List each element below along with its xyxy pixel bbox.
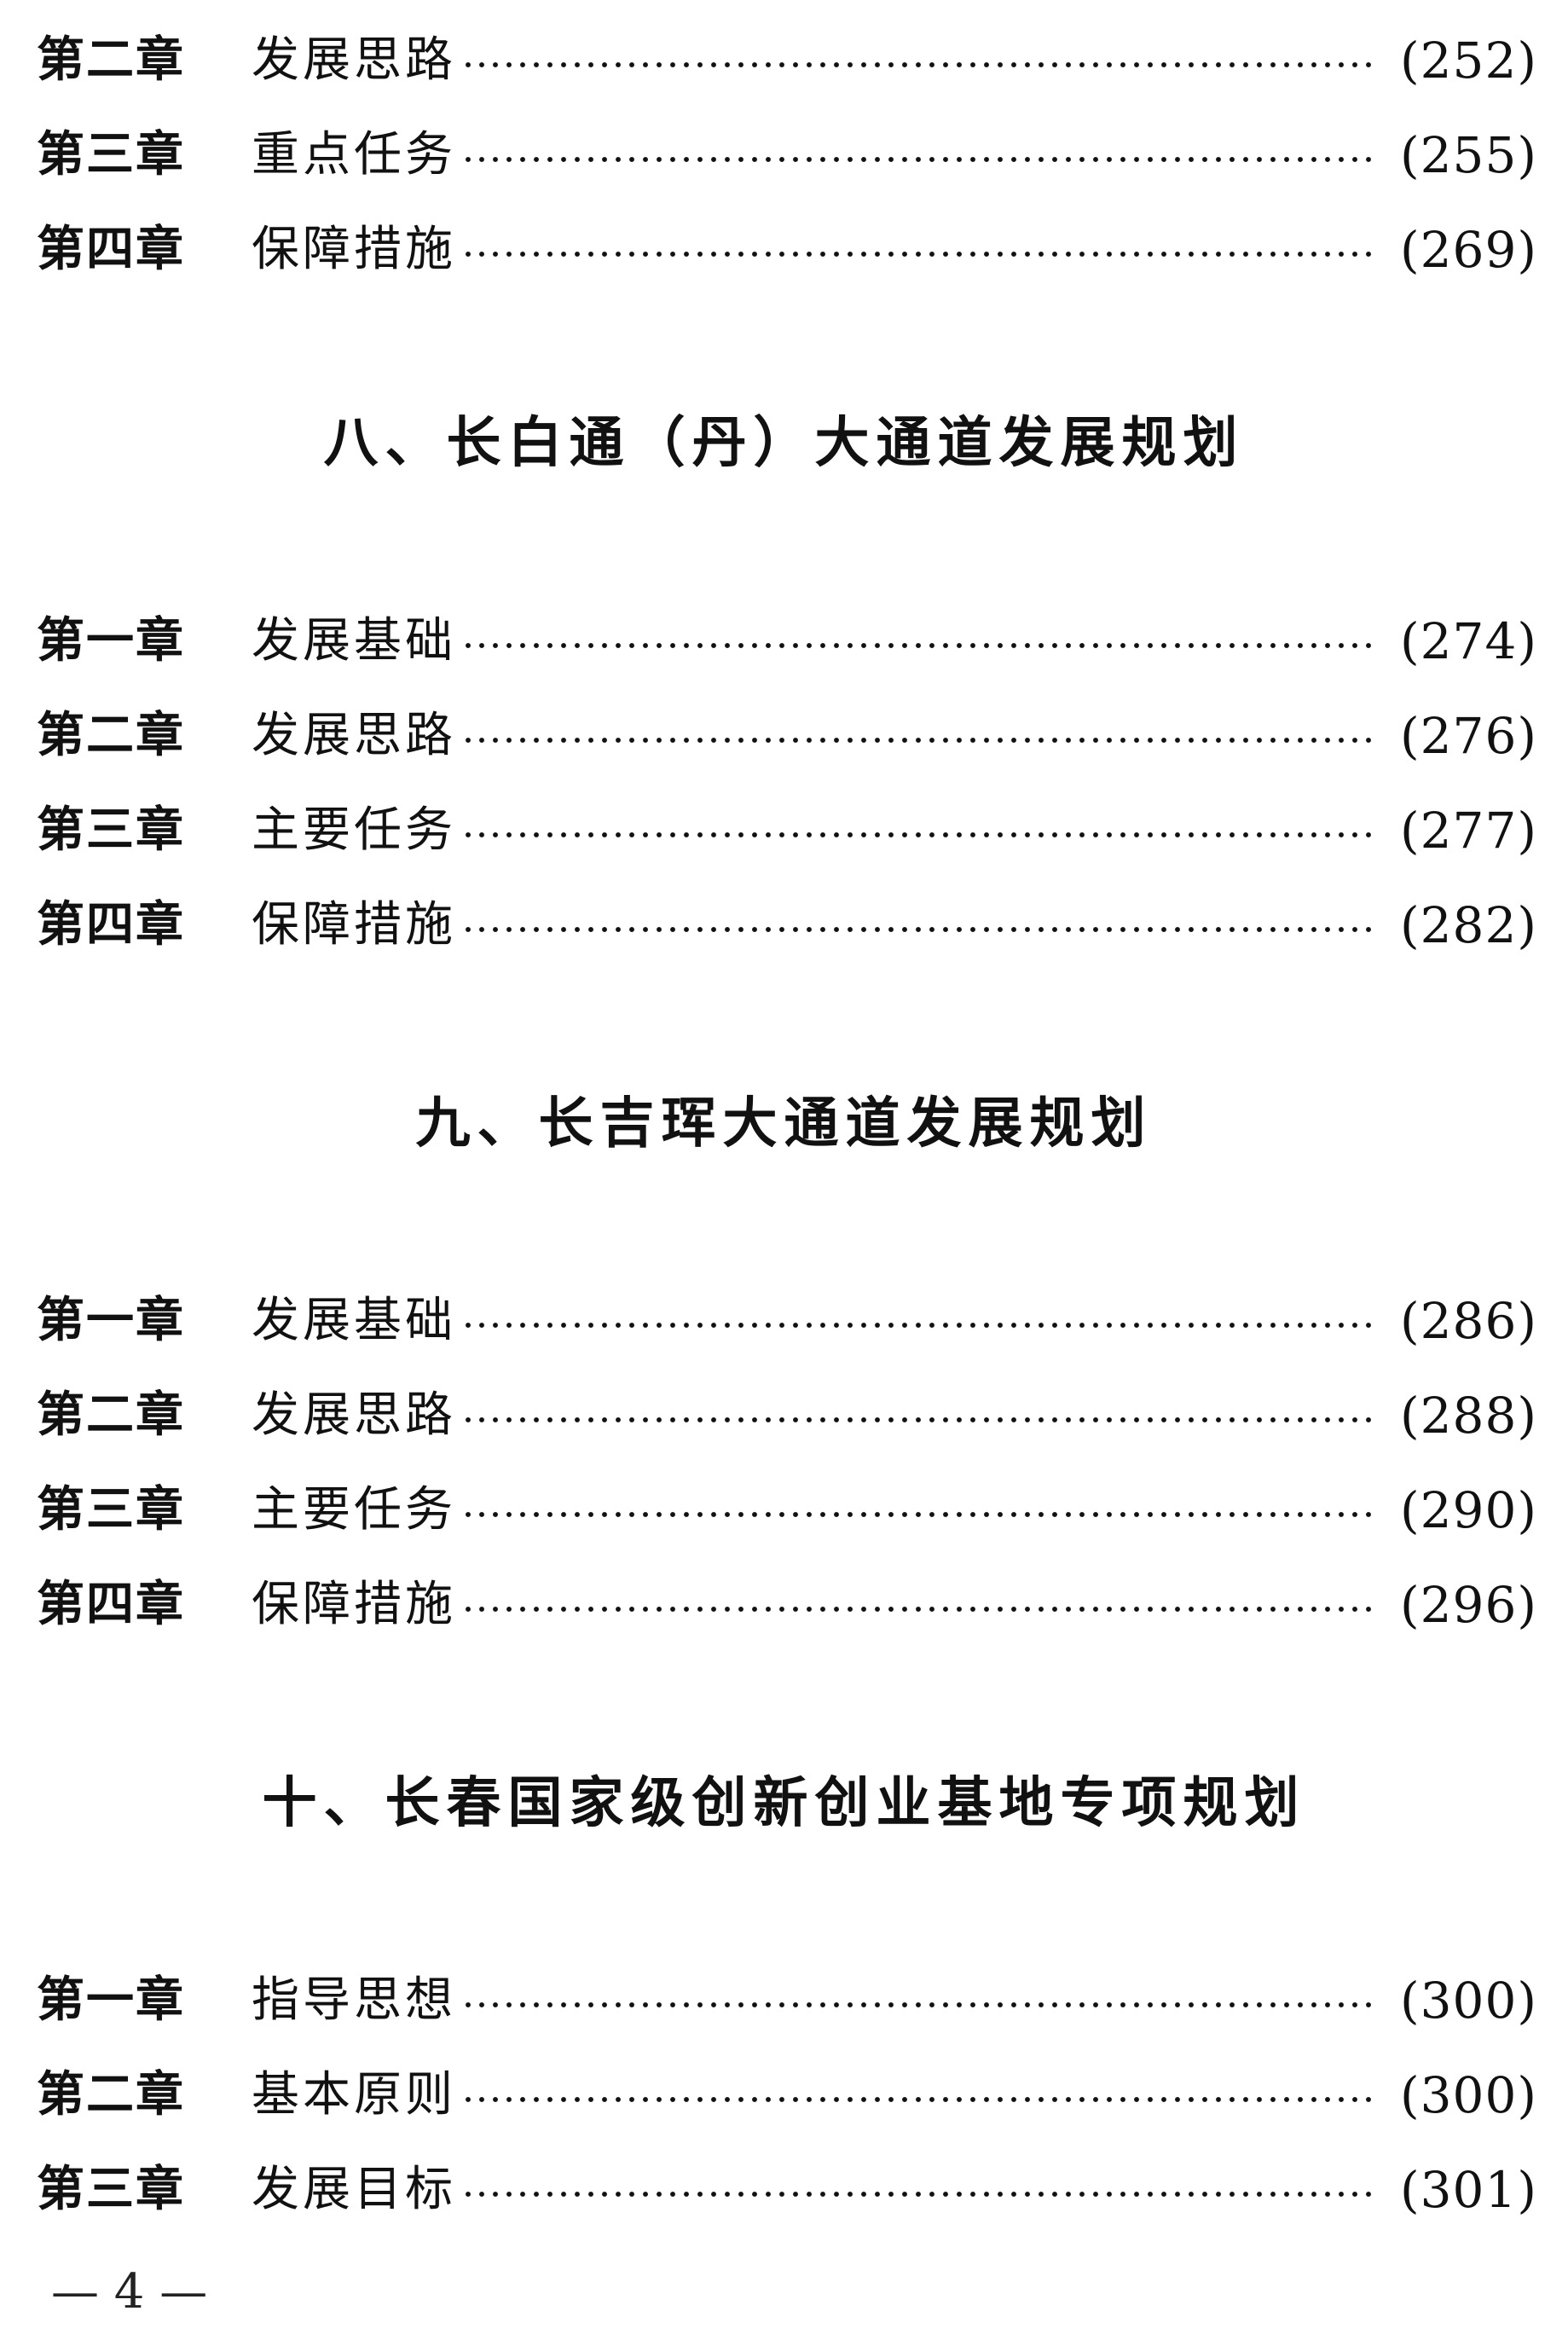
dot-leader (461, 926, 1375, 933)
dot-leader (461, 1511, 1375, 1518)
chapter-title: 基本原则 (252, 2067, 456, 2123)
section-heading: 九、长吉珲大通道发展规划 (415, 1092, 1153, 1156)
chapter-number: 第二章 (37, 32, 185, 88)
toc-entry[interactable]: 第四章 保障措施 (296) (37, 1567, 1537, 1643)
chapter-title: 发展思路 (252, 1387, 456, 1443)
dot-leader (461, 156, 1375, 163)
chapter-number: 第四章 (37, 222, 185, 277)
page-number: (300) (1400, 1972, 1537, 2030)
chapter-title: 重点任务 (252, 127, 456, 182)
chapter-number: 第二章 (37, 708, 185, 763)
chapter-title: 指导思想 (252, 1972, 456, 2028)
chapter-title: 主要任务 (252, 802, 456, 858)
dot-leader (461, 1606, 1375, 1613)
chapter-title: 发展思路 (252, 708, 456, 763)
chapter-title: 发展基础 (252, 613, 456, 669)
page-number: (277) (1400, 802, 1537, 860)
chapter-number: 第二章 (37, 2067, 185, 2123)
page-footer-number: — 4 — (51, 2264, 208, 2320)
dot-leader (461, 1322, 1375, 1329)
chapter-number: 第一章 (37, 613, 185, 669)
toc-entry[interactable]: 第三章 重点任务 (255) (37, 117, 1537, 194)
page-number: (282) (1400, 896, 1537, 954)
toc-entry[interactable]: 第一章 发展基础 (286) (37, 1283, 1537, 1359)
toc-entry[interactable]: 第三章 主要任务 (290) (37, 1472, 1537, 1549)
section-heading: 十、长春国家级创新创业基地专项规划 (262, 1772, 1306, 1835)
chapter-title: 发展基础 (252, 1293, 456, 1348)
toc-entry[interactable]: 第二章 发展思路 (252) (37, 22, 1537, 99)
chapter-number: 第一章 (37, 1293, 185, 1348)
page-number: (255) (1400, 126, 1537, 184)
chapter-title: 保障措施 (252, 1577, 456, 1632)
page-number: (290) (1400, 1481, 1537, 1539)
toc-entry[interactable]: 第三章 发展目标 (301) (37, 2152, 1537, 2228)
dot-leader (461, 642, 1375, 649)
dot-leader (461, 737, 1375, 744)
chapter-title: 发展目标 (252, 2162, 456, 2217)
page-number: (296) (1400, 1576, 1537, 1634)
toc-entry[interactable]: 第四章 保障措施 (282) (37, 887, 1537, 964)
page-number: (276) (1400, 707, 1537, 765)
chapter-title: 保障措施 (252, 897, 456, 953)
page-number: (300) (1400, 2066, 1537, 2124)
page-number: (269) (1400, 221, 1537, 279)
page-number: (288) (1400, 1387, 1537, 1445)
toc-entry[interactable]: 第三章 主要任务 (277) (37, 792, 1537, 869)
dot-leader (461, 2191, 1375, 2198)
chapter-title: 发展思路 (252, 32, 456, 88)
chapter-number: 第三章 (37, 802, 185, 858)
toc-entry[interactable]: 第一章 指导思想 (300) (37, 1962, 1537, 2039)
chapter-number: 第三章 (37, 2162, 185, 2217)
chapter-number: 第四章 (37, 897, 185, 953)
chapter-number: 第一章 (37, 1972, 185, 2028)
chapter-number: 第四章 (37, 1577, 185, 1632)
chapter-title: 主要任务 (252, 1482, 456, 1538)
page-number: (301) (1400, 2161, 1537, 2219)
toc-entry[interactable]: 第四章 保障措施 (269) (37, 211, 1537, 288)
page-number: (286) (1400, 1292, 1537, 1350)
chapter-title: 保障措施 (252, 222, 456, 277)
page-number: (274) (1400, 612, 1537, 670)
dot-leader (461, 251, 1375, 258)
chapter-number: 第三章 (37, 127, 185, 182)
toc-entry[interactable]: 第二章 发展思路 (288) (37, 1377, 1537, 1454)
dot-leader (461, 1416, 1375, 1423)
page-number: (252) (1400, 32, 1537, 90)
toc-entry[interactable]: 第二章 基本原则 (300) (37, 2057, 1537, 2134)
dot-leader (461, 61, 1375, 68)
dot-leader (461, 831, 1375, 838)
toc-entry[interactable]: 第二章 发展思路 (276) (37, 698, 1537, 774)
section-heading: 八、长白通（丹）大通道发展规划 (323, 412, 1245, 475)
chapter-number: 第二章 (37, 1387, 185, 1443)
dot-leader (461, 2096, 1375, 2103)
toc-entry[interactable]: 第一章 发展基础 (274) (37, 603, 1537, 680)
dot-leader (461, 2001, 1375, 2008)
chapter-number: 第三章 (37, 1482, 185, 1538)
